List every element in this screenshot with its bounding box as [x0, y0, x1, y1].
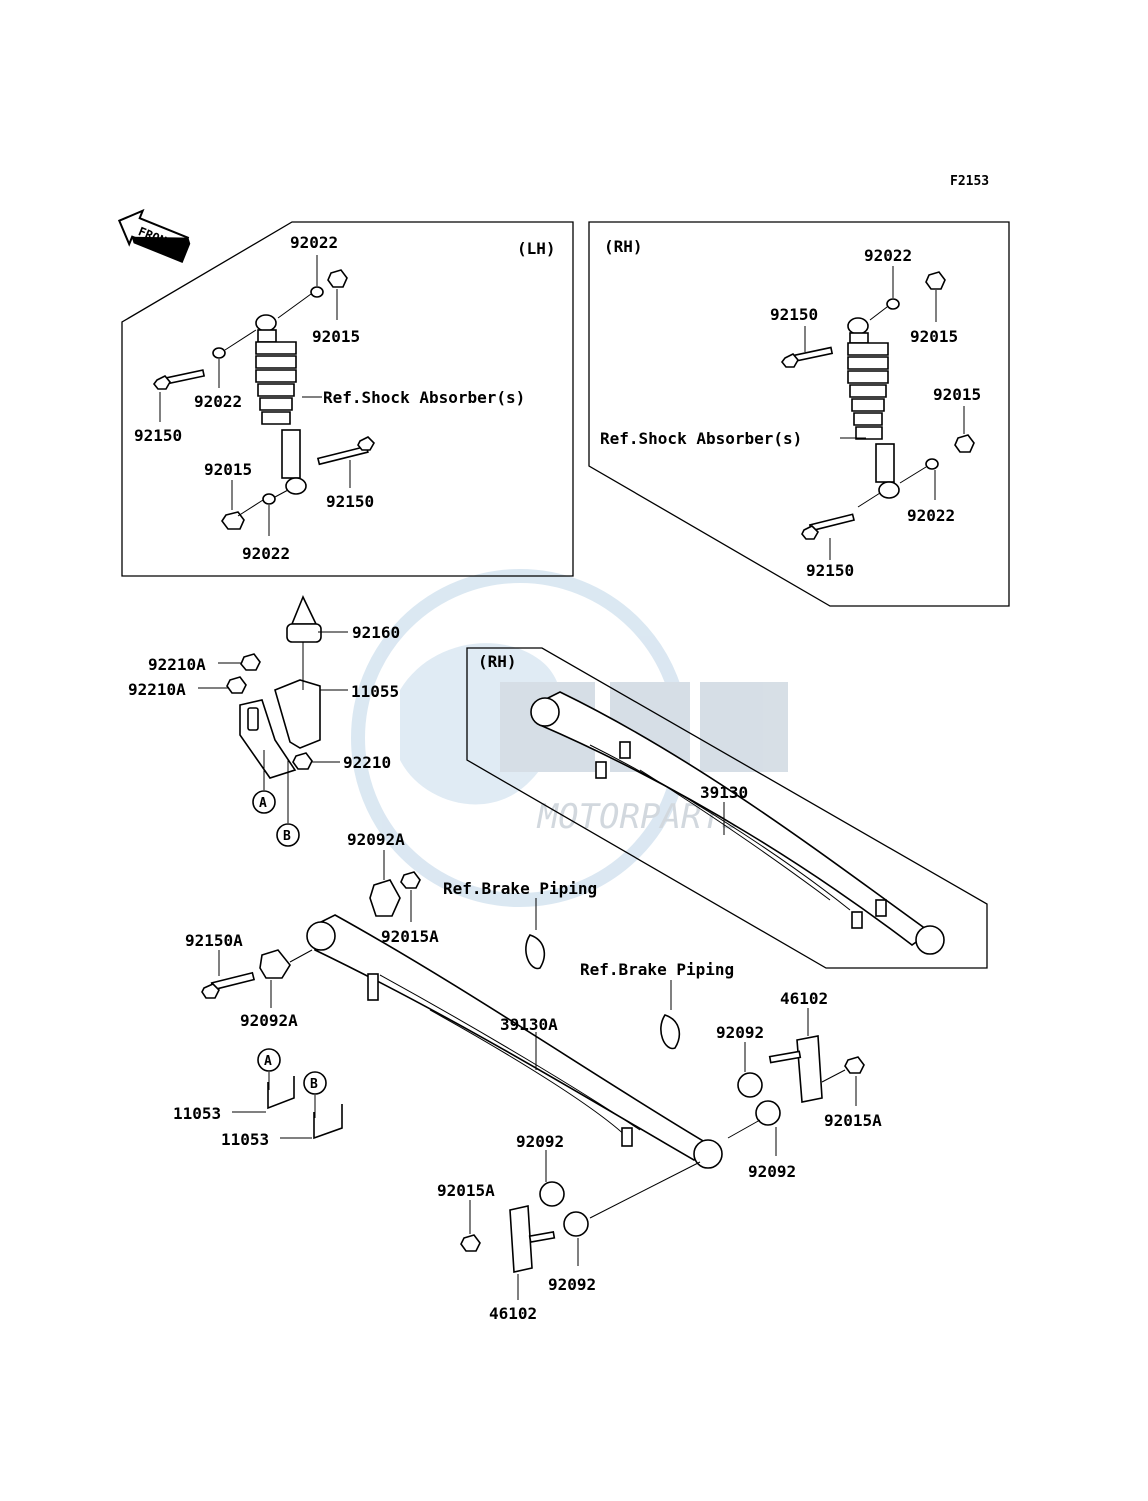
part-number-rh-92022-top: 92022: [864, 246, 912, 265]
part-number-rh-92022-bot: 92022: [907, 506, 955, 525]
lh-leader-lines: [159, 255, 351, 536]
part-number-lh-92015-bot: 92015: [204, 460, 252, 479]
ubolt-leader-lines: [232, 1072, 316, 1139]
bracket: [239, 679, 321, 779]
ref-brake-piping-2: Ref.Brake Piping: [580, 960, 734, 979]
spring-panel-side-label: (RH): [478, 652, 517, 671]
marker-b-top-label: B: [283, 829, 291, 844]
part-number-11053-1: 11053: [173, 1104, 221, 1123]
nut-92015a-right: [844, 1056, 865, 1074]
part-number-rh-92150-bot: 92150: [806, 561, 854, 580]
part-number-lh-92150-left: 92150: [134, 426, 182, 445]
part-number-11053-2: 11053: [221, 1130, 269, 1149]
bump-stop: [286, 595, 322, 643]
part-number-46102-right: 46102: [780, 989, 828, 1008]
rh-shock-panel: [588, 221, 1010, 607]
nut-92015a-top: [400, 871, 421, 889]
brake-clip-2: [660, 1014, 681, 1050]
shackle-46102-left: [509, 1205, 533, 1273]
rh-shock-absorber: [780, 317, 900, 540]
part-number-rh-92015-mid: 92015: [933, 385, 981, 404]
nut-92210a-1: [240, 653, 261, 671]
part-number-lh-92022-mid: 92022: [194, 392, 242, 411]
marker-a-top: [252, 790, 276, 814]
rh-nut-top: [925, 271, 946, 290]
lh-shock-panel: [121, 221, 574, 577]
part-number-39130: 39130: [700, 783, 748, 802]
part-number-92092-c1: 92092: [516, 1132, 564, 1151]
front-arrow-icon: FRONT: [117, 208, 191, 263]
u-bolt-11053-2: [313, 1104, 343, 1140]
marker-a-bottom-label: A: [264, 1054, 272, 1069]
lh-panel-side-label: (LH): [517, 239, 556, 258]
bolt-92150a-head: [201, 983, 220, 999]
rh-spring-panel: [466, 647, 988, 969]
part-number-92015a-top: 92015A: [381, 927, 439, 946]
bushing-92092-r1: [737, 1072, 763, 1098]
lh-shock-absorber: [152, 314, 375, 495]
brake-clip-1: [525, 934, 546, 970]
bolt-92150a: [210, 971, 256, 991]
rh-leaf-spring: [530, 691, 945, 955]
part-number-46102-left: 46102: [489, 1304, 537, 1323]
shackle-46102-right-pin: [768, 1050, 802, 1064]
nut-92210a-2: [226, 676, 247, 694]
rh-nut-mid: [954, 434, 975, 453]
lh-front-leader-lines: [218, 850, 412, 1008]
lh-washer-bot: [262, 493, 276, 505]
part-number-92210a-2: 92210A: [128, 680, 186, 699]
shackle-46102-left-pin: [528, 1231, 556, 1243]
watermark-logo: MOTORPARTS: [351, 569, 788, 907]
right-shackle-leader-lines: [727, 1008, 857, 1156]
part-number-92092-r1: 92092: [716, 1023, 764, 1042]
part-number-lh-92015-top: 92015: [312, 327, 360, 346]
marker-b-bottom-label: B: [310, 1077, 318, 1092]
part-number-92092-c2: 92092: [548, 1275, 596, 1294]
lh-washer-mid: [212, 347, 226, 359]
part-number-92160: 92160: [352, 623, 400, 642]
part-number-lh-92150-bot: 92150: [326, 492, 374, 511]
part-number-92092a-top: 92092A: [347, 830, 405, 849]
part-number-92210a-1: 92210A: [148, 655, 206, 674]
part-number-92092a-left: 92092A: [240, 1011, 298, 1030]
bushing-92092-c2: [563, 1211, 589, 1237]
ref-brake-piping-1: Ref.Brake Piping: [443, 879, 597, 898]
rh-washer-top: [886, 298, 900, 310]
part-number-rh-92015-top: 92015: [910, 327, 958, 346]
part-number-92015a-left: 92015A: [437, 1181, 495, 1200]
part-number-92210: 92210: [343, 753, 391, 772]
marker-b-bottom: [303, 1071, 327, 1095]
rh-washer-bot: [925, 458, 939, 470]
bushing-92092-r2: [755, 1100, 781, 1126]
part-number-lh-92022-top: 92022: [290, 233, 338, 252]
marker-b-top: [276, 823, 300, 847]
part-number-11055: 11055: [351, 682, 399, 701]
part-number-lh-92022-bot: 92022: [242, 544, 290, 563]
bushing-92092a-left: [259, 949, 291, 979]
nut-92210: [292, 752, 313, 770]
part-number-92015a-right: 92015A: [824, 1111, 882, 1130]
bracket-leader-lines: [198, 631, 348, 823]
shackle-46102-right: [796, 1035, 823, 1103]
rh-panel-side-label: (RH): [604, 237, 643, 256]
marker-a-bottom: [257, 1048, 281, 1072]
u-bolt-11053-1: [267, 1076, 295, 1110]
part-number-92150a: 92150A: [185, 931, 243, 950]
part-number-39130a: 39130A: [500, 1015, 558, 1034]
lh-washer-top: [310, 286, 324, 298]
marker-a-top-label: A: [259, 796, 267, 811]
part-number-rh-92150-top: 92150: [770, 305, 818, 324]
lh-leaf-spring: [306, 914, 723, 1169]
ref-shock-absorber-rh: Ref.Shock Absorber(s): [600, 429, 802, 448]
lh-nut-top: [327, 269, 348, 288]
bushing-92092a-top: [369, 879, 401, 917]
nut-92015a-left: [460, 1234, 481, 1252]
bushing-92092-c1: [539, 1181, 565, 1207]
part-number-92092-r2: 92092: [748, 1162, 796, 1181]
ref-shock-absorber-lh: Ref.Shock Absorber(s): [323, 388, 525, 407]
figure-code: F2153: [950, 174, 989, 189]
rh-leader-lines: [804, 266, 965, 560]
left-shackle-leader-lines: [469, 1150, 701, 1300]
